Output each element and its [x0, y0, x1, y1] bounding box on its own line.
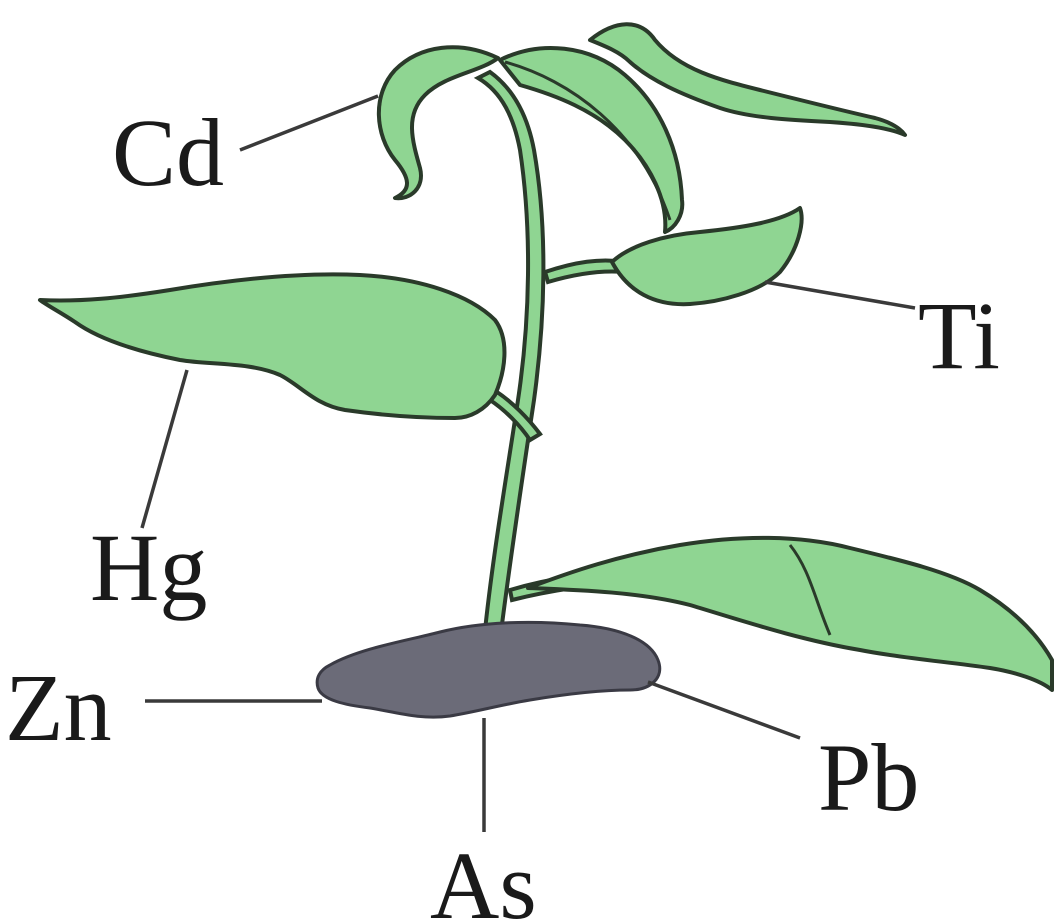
leaf-cd: [379, 47, 498, 198]
label-pb: Pb: [818, 724, 919, 831]
label-zn: Zn: [5, 654, 112, 761]
label-as: As: [430, 832, 537, 923]
leader-ti: [765, 282, 915, 308]
leader-pb: [648, 682, 800, 738]
root-tuber: [317, 622, 660, 717]
label-ti: Ti: [918, 282, 1000, 389]
leader-hg: [142, 370, 187, 528]
leader-cd: [240, 96, 378, 150]
label-cd: Cd: [112, 99, 224, 206]
leaf-hg: [40, 274, 504, 418]
leaf-ti: [612, 208, 802, 304]
label-hg: Hg: [90, 514, 207, 621]
